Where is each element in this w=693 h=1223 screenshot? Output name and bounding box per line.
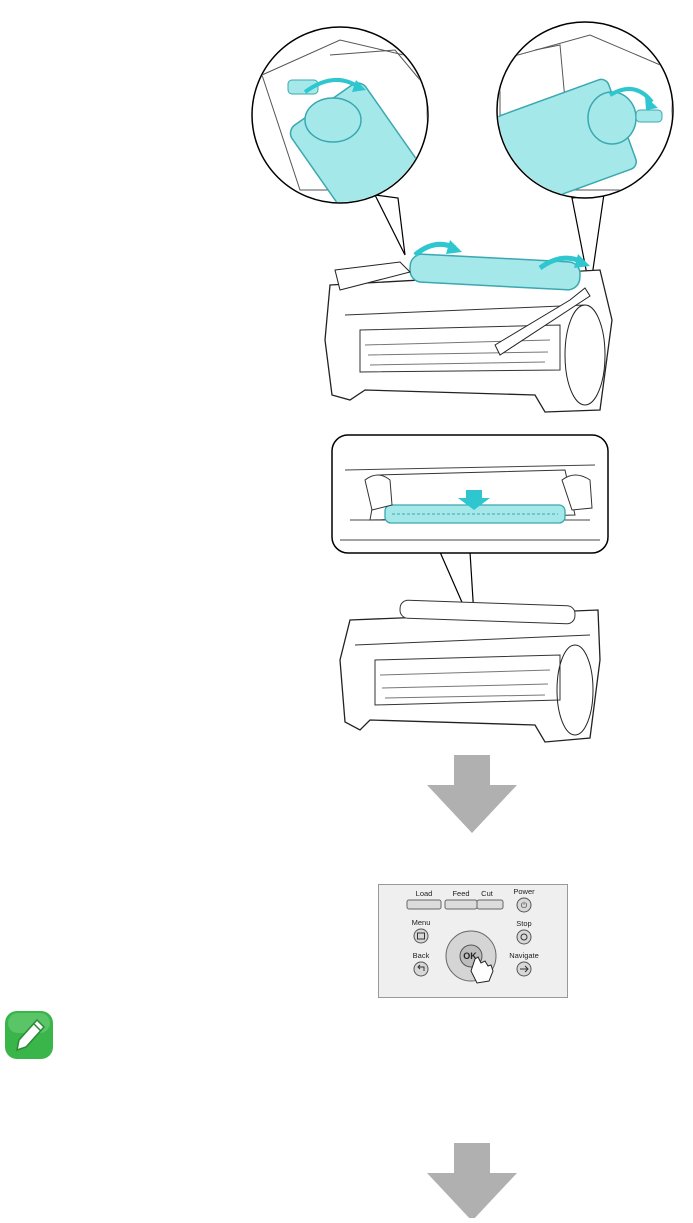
back-label: Back: [413, 951, 430, 960]
down-arrow-icon: [427, 1143, 517, 1218]
cut-label: Cut: [481, 889, 494, 898]
power-label: Power: [513, 887, 535, 896]
load-label: Load: [416, 889, 433, 898]
paper-edge-figure: [325, 430, 615, 750]
cut-button[interactable]: [477, 900, 503, 909]
pencil-note-icon: [4, 1010, 54, 1060]
roll-holder-figure: [240, 0, 693, 425]
feed-button[interactable]: [445, 900, 477, 909]
menu-label: Menu: [412, 918, 431, 927]
menu-button[interactable]: [414, 929, 428, 943]
stop-button[interactable]: [517, 930, 531, 944]
load-button[interactable]: [407, 900, 441, 909]
down-arrow-icon: [427, 755, 517, 835]
control-panel-photo: Load Feed Cut Power ⏻ Menu Stop OK Back …: [378, 884, 568, 998]
feed-label: Feed: [452, 889, 469, 898]
back-button[interactable]: [414, 962, 428, 976]
navigate-label: Navigate: [509, 951, 539, 960]
stop-label: Stop: [516, 919, 531, 928]
power-icon: ⏻: [521, 901, 528, 910]
